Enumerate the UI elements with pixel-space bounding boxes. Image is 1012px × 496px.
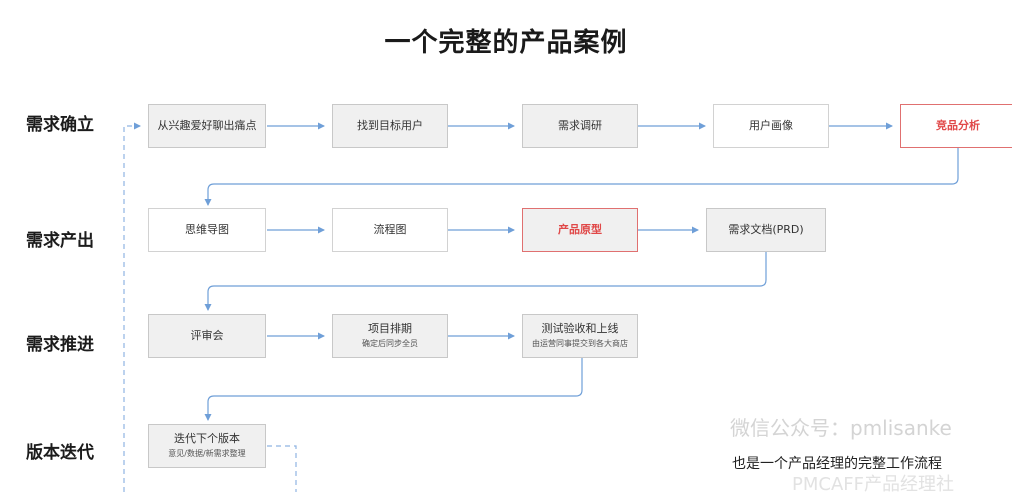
node-next-version: 迭代下个版本 意见/数据/新需求整理 [148,424,266,468]
node-mindmap: 思维导图 [148,208,266,252]
brand-watermark: PMCAFF产品经理社 [792,474,954,495]
node-schedule-label: 项目排期 [368,322,412,336]
node-competitor-analysis-label: 竞品分析 [936,118,980,132]
node-flowchart-label: 流程图 [373,222,407,236]
node-test-launch-sublabel: 由运营同事提交到各大商店 [532,339,628,349]
arrow-r1-to-r2 [204,148,959,206]
row-label-requirement-advance: 需求推进 [26,335,94,355]
footer-caption: 也是一个产品经理的完整工作流程 [732,456,942,472]
node-research: 需求调研 [522,104,638,148]
node-flowchart: 流程图 [332,208,448,252]
node-mindmap-label: 思维导图 [185,222,229,236]
node-persona-label: 用户画像 [749,118,793,132]
dashed-loop-left [123,122,141,492]
node-review-meeting: 评审会 [148,314,266,358]
node-target-users-label: 找到目标用户 [357,118,423,132]
diagram-title: 一个完整的产品案例 [384,28,628,58]
wechat-watermark: 微信公众号：pmlisanke [730,416,952,440]
row-label-requirement-output: 需求产出 [26,231,94,251]
row-label-version-iteration: 版本迭代 [26,443,94,463]
node-prd-label: 需求文档(PRD) [728,222,804,236]
node-next-version-sublabel: 意见/数据/新需求整理 [168,449,246,459]
node-schedule: 项目排期 确定后同步全员 [332,314,448,358]
node-prototype: 产品原型 [522,208,638,252]
node-research-label: 需求调研 [558,118,602,132]
node-competitor-analysis: 竞品分析 [900,104,1012,148]
node-prd: 需求文档(PRD) [706,208,826,252]
node-test-launch: 测试验收和上线 由运营同事提交到各大商店 [522,314,638,358]
node-persona: 用户画像 [713,104,829,148]
node-next-version-label: 迭代下个版本 [174,432,240,446]
node-interest-pain: 从兴趣爱好聊出痛点 [148,104,266,148]
node-test-launch-label: 测试验收和上线 [541,322,619,336]
arrow-r2-to-r3 [204,252,767,311]
node-review-meeting-label: 评审会 [190,328,224,342]
dashed-loop-right [267,445,297,492]
node-interest-pain-label: 从兴趣爱好聊出痛点 [157,118,257,132]
node-schedule-sublabel: 确定后同步全员 [362,339,418,349]
arrow-r3-to-r4 [204,358,583,421]
node-target-users: 找到目标用户 [332,104,448,148]
node-prototype-label: 产品原型 [558,222,602,236]
row-label-requirement-establish: 需求确立 [26,115,94,135]
